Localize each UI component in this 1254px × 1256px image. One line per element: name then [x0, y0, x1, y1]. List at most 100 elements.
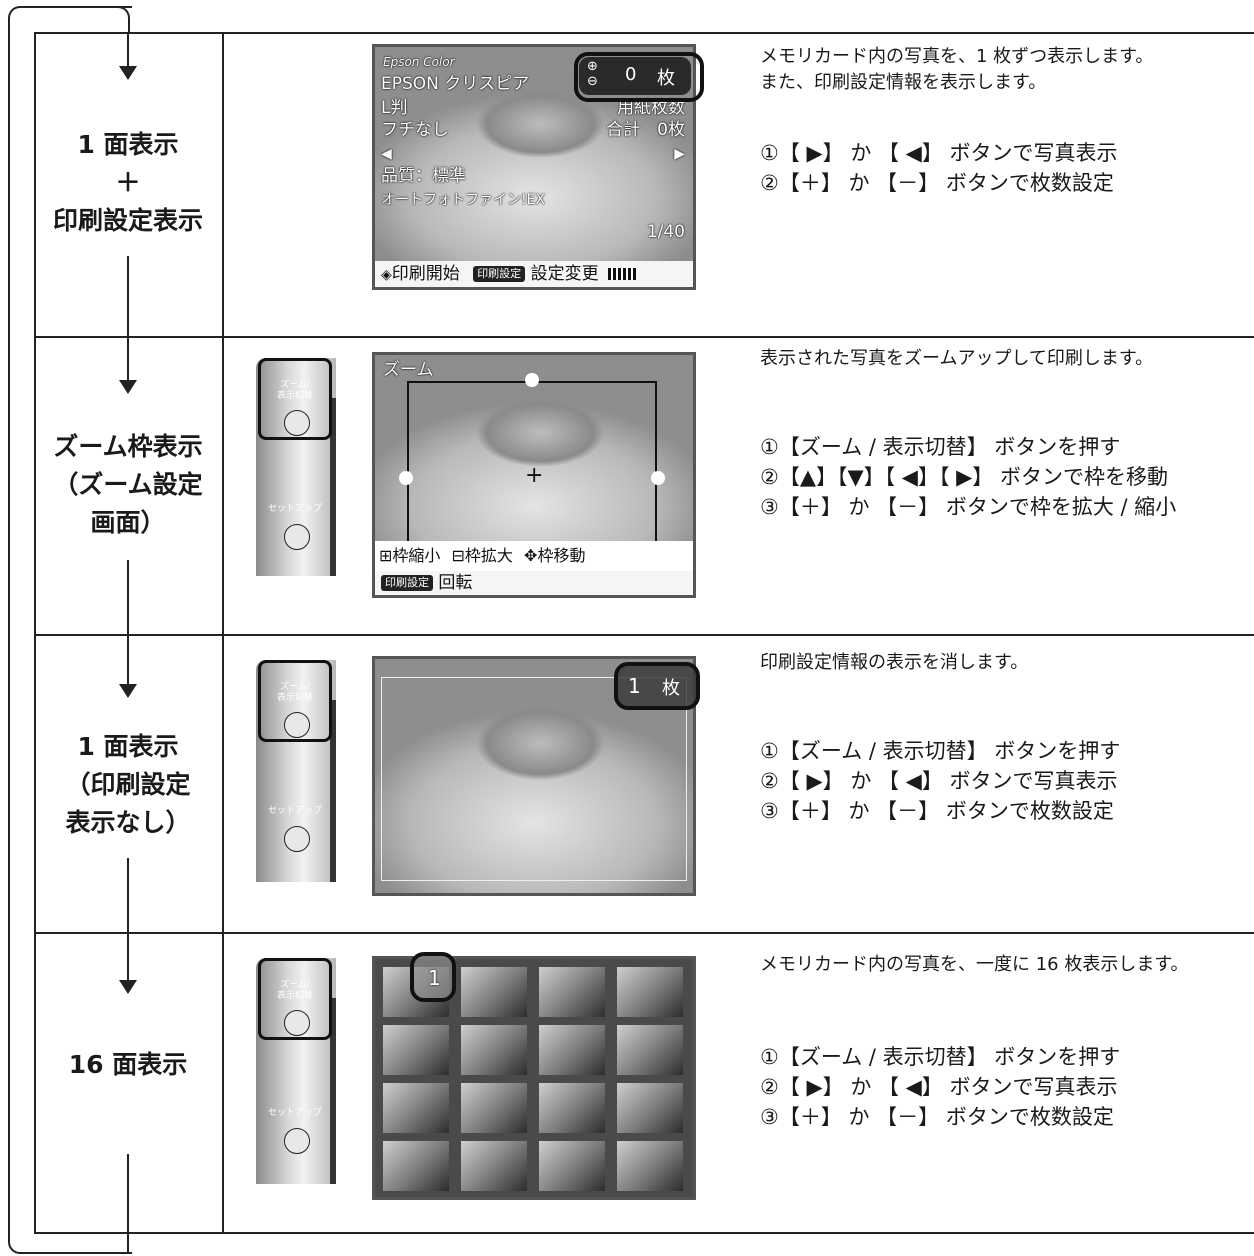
paper-type: EPSON クリスピア — [381, 74, 530, 94]
thumbnail — [539, 1083, 605, 1133]
zoom-display-button[interactable] — [284, 410, 310, 436]
copies-value: 1 — [628, 674, 641, 698]
mode-steps: ①【ズーム / 表示切替】 ボタンを押す ②【 ▶】 か 【 ◀】 ボタンで写真… — [760, 739, 1121, 823]
baby-photo — [375, 355, 693, 571]
zoom-button-highlight — [258, 358, 332, 440]
setup-button-label: セットアップ — [267, 504, 322, 514]
thumbnail — [617, 967, 683, 1017]
selected-thumbnail-highlight: 1 — [410, 952, 456, 1002]
thumbnail — [539, 1025, 605, 1075]
thumbnail — [617, 1141, 683, 1191]
mode-description: 表示された写真をズームアップして印刷します。 — [760, 348, 1154, 369]
epson-color-logo: Epson Color — [383, 55, 455, 69]
lcd-button-bar: ◈印刷開始 印刷設定 設定変更 — [375, 261, 693, 287]
flow-line — [127, 256, 129, 382]
settings-change-label: 設定変更 — [530, 264, 599, 284]
thumbnail — [617, 1025, 683, 1075]
zoom-button-highlight — [258, 660, 332, 742]
page-counter: 1/40 — [646, 222, 685, 242]
zoom-display-button[interactable] — [284, 1010, 310, 1036]
setup-button[interactable] — [284, 1128, 310, 1154]
zoom-controls-bar: ⊞枠縮小 ⊟枠拡大 ✥枠移動 — [375, 541, 693, 571]
shrink-label: 枠縮小 — [392, 546, 441, 565]
column-divider — [222, 32, 224, 1234]
mode-label-zoom: ズーム枠表示 （ズーム設定 画面） — [36, 428, 220, 542]
print-settings-tag: 印刷設定 — [381, 575, 433, 591]
zoom-title: ズーム — [383, 360, 434, 380]
copies-display: ⊕⊖ 0 枚 — [579, 57, 691, 95]
control-panel: ズーム/ 表示切替 セットアップ — [256, 358, 336, 576]
move-icon: ✥ — [524, 546, 538, 565]
flow-line — [127, 560, 129, 686]
enlarge-label: 枠拡大 — [464, 546, 513, 565]
row-divider — [34, 932, 1254, 934]
rotate-label: 回転 — [438, 573, 473, 593]
setup-button[interactable] — [284, 826, 310, 852]
mode-table — [34, 32, 1254, 1234]
quality-setting: 品質：標準 — [381, 166, 466, 186]
print-settings-tag: 印刷設定 — [473, 266, 526, 282]
thumbnail — [539, 967, 605, 1017]
thumbnail — [461, 1083, 527, 1133]
mode-label-single-with-settings: 1 面表示 ＋ 印刷設定表示 — [36, 126, 220, 240]
copies-value: 0 — [625, 64, 637, 85]
left-arrow-icon: ◀ — [381, 146, 392, 162]
flow-line — [127, 32, 129, 68]
panel-edge — [330, 998, 336, 1184]
flow-line — [127, 858, 129, 982]
thumbnail — [461, 1141, 527, 1191]
copies-highlight — [574, 52, 704, 102]
setup-button[interactable] — [284, 524, 310, 550]
flow-line — [127, 1154, 129, 1252]
thumbnail — [383, 1083, 449, 1133]
panel-edge — [330, 700, 336, 882]
thumbnail — [383, 1025, 449, 1075]
zoom-button-label: ズーム/ 表示切替 — [276, 980, 313, 1001]
up-arrow-icon — [525, 373, 539, 387]
loop-top-connector — [20, 6, 130, 34]
lcd-button-bar: 印刷設定 回転 — [375, 571, 693, 595]
copies-unit: 枚 — [657, 68, 675, 89]
ink-level-icon — [608, 268, 636, 280]
panel-edge — [330, 398, 336, 576]
plus-icon: ⊞ — [379, 546, 393, 565]
photo-frame — [381, 677, 687, 881]
left-arrow-icon — [399, 471, 413, 485]
control-panel: ズーム/ 表示切替 セットアップ — [256, 958, 336, 1184]
zoom-display-button[interactable] — [284, 712, 310, 738]
zoom-button-label: ズーム/ 表示切替 — [276, 380, 313, 401]
copies-unit: 枚 — [662, 678, 680, 699]
thumbnail — [461, 1025, 527, 1075]
start-icon: ◈ — [381, 267, 392, 283]
down-arrow-icon — [119, 66, 137, 80]
mode-label-single-no-settings: 1 面表示 （印刷設定 表示なし） — [36, 728, 220, 842]
right-arrow-icon: ▶ — [674, 146, 685, 162]
lcd-screen-16-grid — [372, 956, 696, 1200]
mode-steps: ①【 ▶】 か 【 ◀】 ボタンで写真表示 ②【＋】 か 【－】 ボタンで枚数設… — [760, 141, 1118, 195]
total-count: 合計 0枚 — [606, 120, 685, 140]
thumbnail — [383, 1141, 449, 1191]
lcd-screen-single-settings: Epson Color EPSON クリスピア L判 フチなし ◀ ▶ 品質：標… — [372, 44, 696, 290]
zoom-button-highlight — [258, 958, 332, 1040]
mode-description: メモリカード内の写真を、一度に 16 枚表示します。 — [760, 954, 1189, 975]
row-divider — [34, 336, 1254, 338]
down-arrow-icon — [119, 980, 137, 994]
plus-minus-icon: ⊕⊖ — [587, 59, 598, 89]
mode-label-16-grid: 16 面表示 — [36, 1046, 220, 1084]
setup-button-label: セットアップ — [267, 1108, 322, 1118]
thumbnail — [461, 967, 527, 1017]
selected-index: 1 — [428, 966, 441, 990]
down-arrow-icon — [119, 684, 137, 698]
copies-highlight: 1 枚 — [614, 662, 700, 710]
minus-icon: ⊟ — [451, 546, 465, 565]
paper-count-label: 用紙枚数 — [617, 98, 685, 118]
down-arrow-icon — [119, 380, 137, 394]
paper-size: L判 — [381, 98, 408, 118]
mode-description: メモリカード内の写真を、1 枚ずつ表示します。 また、印刷設定情報を表示します。 — [760, 46, 1154, 93]
auto-photo-fine: オートフォトファイン!EX — [381, 192, 546, 208]
print-start-label: 印刷開始 — [391, 264, 460, 284]
thumbnail — [617, 1083, 683, 1133]
control-panel: ズーム/ 表示切替 セットアップ — [256, 660, 336, 882]
crosshair-icon: + — [525, 463, 544, 488]
setup-button-label: セットアップ — [267, 806, 322, 816]
